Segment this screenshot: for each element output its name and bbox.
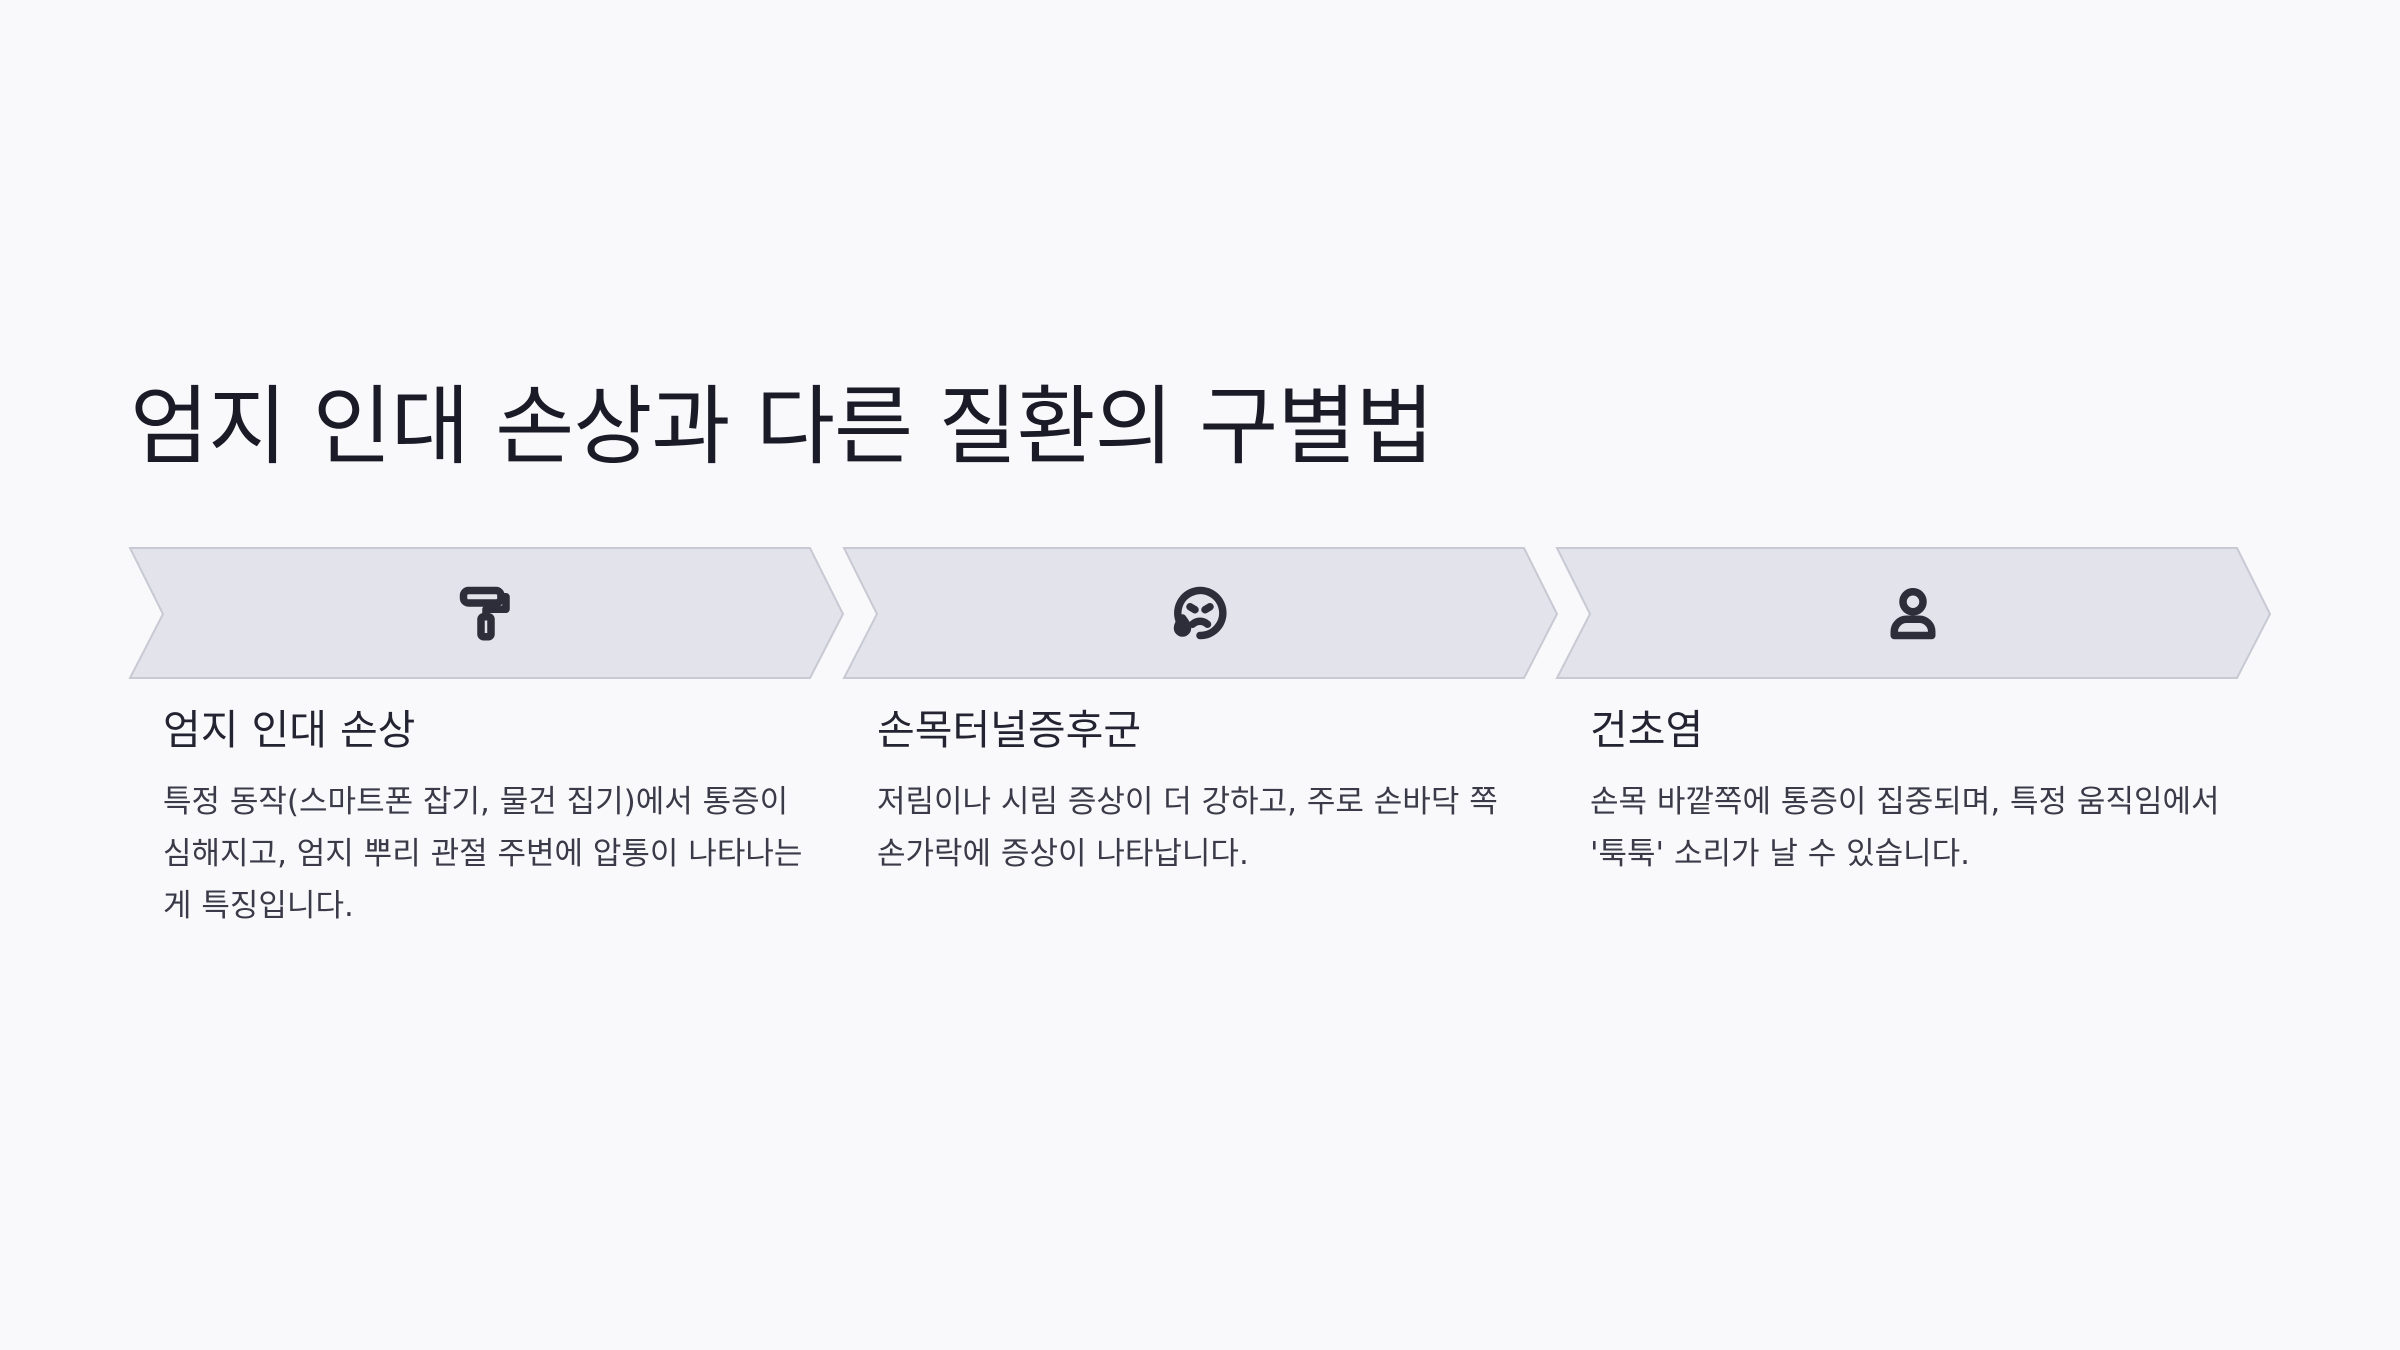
page-title: 엄지 인대 손상과 다른 질환의 구별법: [130, 377, 1434, 477]
step-text-tendinitis: 손목 바깥쪽에 통증이 집중되며, 특정 움직임에서 '툭툭' 소리가 날 수 …: [1590, 784, 2220, 872]
user-icon: [1883, 583, 1943, 643]
step-title-thumb-ligament: 엄지 인대 손상: [163, 706, 416, 754]
step-text-thumb-ligament: 특정 동작(스마트폰 잡기, 물건 집기)에서 통증이 심해지고, 엄지 뿌리 …: [163, 784, 803, 924]
step-title-tendinitis: 건초염: [1590, 706, 1704, 754]
step-text-carpal-tunnel: 저림이나 시림 증상이 더 강하고, 주로 손바닥 쪽 손가락에 증상이 나타납…: [877, 784, 1498, 872]
step-title-carpal-tunnel: 손목터널증후군: [877, 706, 1142, 754]
paint-roller-icon: [456, 583, 516, 643]
crying-face-icon: [1170, 583, 1230, 643]
